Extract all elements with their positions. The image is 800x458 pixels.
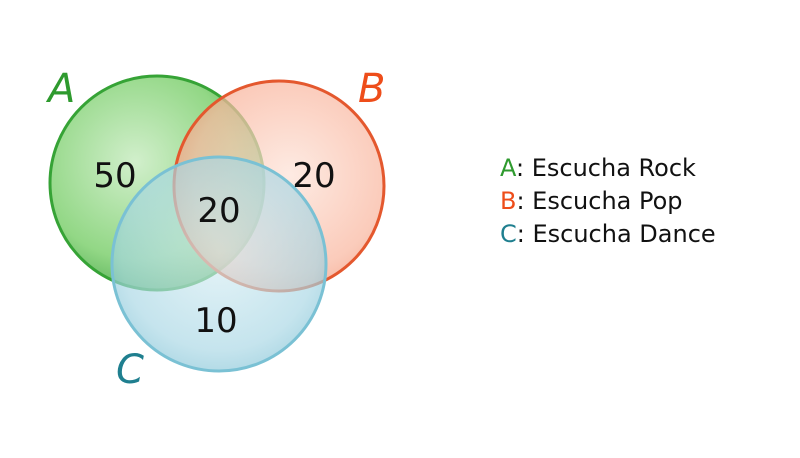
- region-c-only-value: 10: [194, 301, 237, 341]
- legend-text-b: : Escucha Pop: [516, 187, 683, 215]
- legend-text-a: : Escucha Rock: [516, 154, 696, 182]
- set-c-circle: [110, 155, 328, 373]
- set-c-label: C: [116, 347, 144, 393]
- legend-key-b: B: [500, 187, 517, 215]
- set-a-label: A: [45, 66, 75, 112]
- region-a-and-b-value: 20: [197, 191, 240, 231]
- region-b-only-value: 20: [292, 156, 335, 196]
- legend: A: Escucha Rock B: Escucha Pop C: Escuch…: [500, 152, 716, 251]
- legend-text-c: : Escucha Dance: [516, 220, 716, 248]
- legend-key-a: A: [500, 154, 516, 182]
- region-a-only-value: 50: [93, 156, 136, 196]
- set-b-label: B: [358, 66, 385, 112]
- legend-row-b: B: Escucha Pop: [500, 185, 716, 218]
- legend-row-c: C: Escucha Dance: [500, 218, 716, 251]
- legend-key-c: C: [500, 220, 517, 248]
- legend-row-a: A: Escucha Rock: [500, 152, 716, 185]
